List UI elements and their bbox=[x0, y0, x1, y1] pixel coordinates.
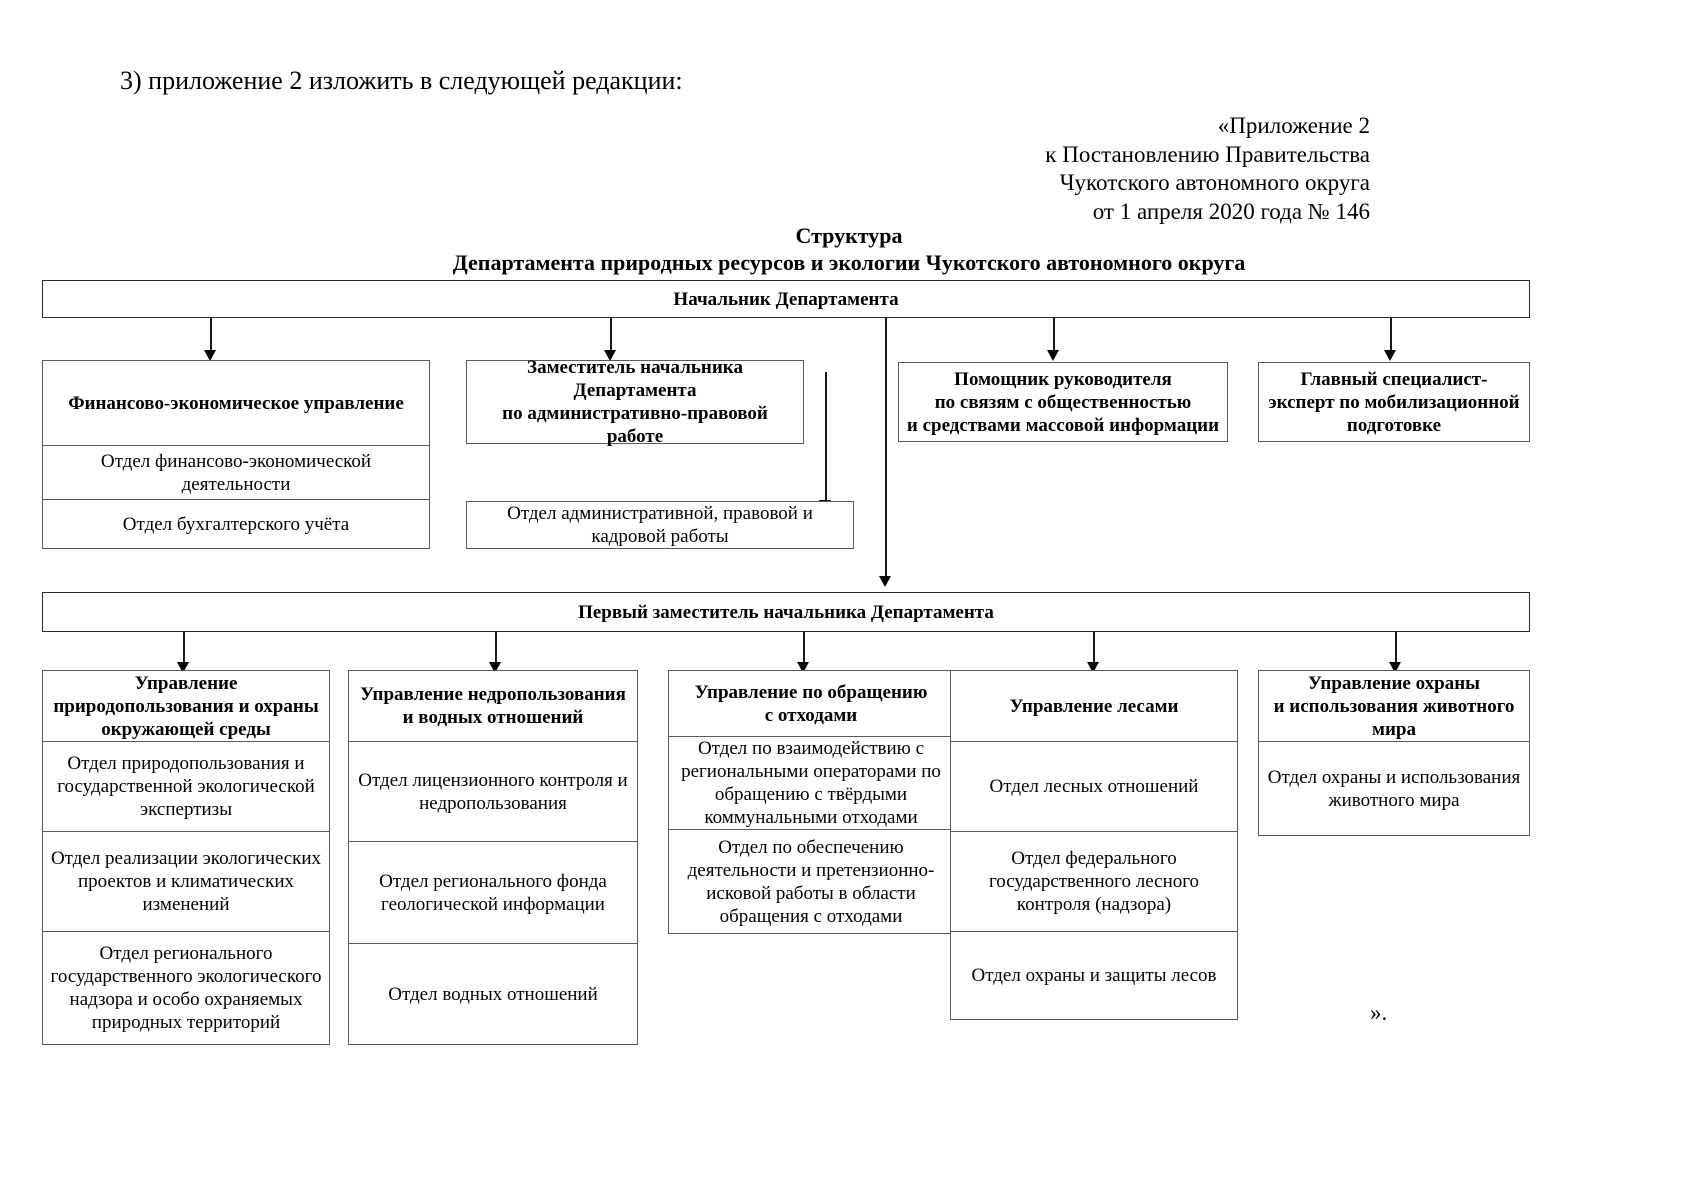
arrow-deputy-to-forestry-mgmt bbox=[1087, 662, 1099, 673]
node-assistant-press-relations: Помощник руководителя по связям с общест… bbox=[898, 362, 1228, 442]
appendix-reference: «Приложение 2 к Постановлению Правительс… bbox=[1045, 112, 1370, 226]
connector-root-to-first-deputy bbox=[885, 318, 887, 580]
chief-specialist-line-3: подготовке bbox=[1346, 414, 1442, 436]
arrow-deputy-to-nature-mgmt bbox=[177, 662, 189, 673]
node-subsoil-water-management: Управление недропользования и водных отн… bbox=[349, 671, 637, 742]
deputy-head-line-4: работе bbox=[606, 426, 664, 447]
unit-wildlife-management: Управление охраны и использования животн… bbox=[1258, 670, 1530, 836]
wildlife-mgmt-line-2: и использования животного bbox=[1273, 695, 1515, 717]
page-title-line-2: Департамента природных ресурсов и эколог… bbox=[452, 250, 1246, 275]
connector-root-to-finance bbox=[210, 318, 212, 354]
page-title-line-1: Структура bbox=[795, 223, 903, 248]
node-waste-management: Управление по обращению с отходами bbox=[669, 671, 953, 737]
page-title: Структура Департамента природных ресурсо… bbox=[0, 222, 1698, 276]
connector-root-to-deputy bbox=[610, 318, 612, 354]
chief-specialist-line-1: Главный специалист- bbox=[1300, 368, 1488, 390]
connector-deputy-to-nature-mgmt bbox=[183, 632, 185, 666]
connector-deputy-to-wildlife-mgmt bbox=[1395, 632, 1397, 666]
arrow-root-to-chief-specialist bbox=[1384, 350, 1396, 361]
unit-waste-management: Управление по обращению с отходами Отдел… bbox=[668, 670, 954, 934]
arrow-deputy-to-subsoil-mgmt bbox=[489, 662, 501, 673]
node-regional-operators-msw-dept: Отдел по взаимодействию с региональными … bbox=[669, 737, 953, 830]
waste-mgmt-line-1: Управление по обращению bbox=[694, 681, 928, 703]
waste-mgmt-line-2: с отходами bbox=[764, 704, 858, 726]
node-eco-projects-climate-dept: Отдел реализации экологических проектов … bbox=[43, 832, 329, 932]
connector-deputy-to-subsoil-mgmt bbox=[495, 632, 497, 666]
arrow-deputy-to-wildlife-mgmt bbox=[1389, 662, 1401, 673]
arrow-root-to-deputy bbox=[604, 350, 616, 361]
unit-financial-economic-management: Финансово-экономическое управление Отдел… bbox=[42, 360, 430, 549]
nature-mgmt-line-1: Управление bbox=[134, 672, 238, 694]
node-financial-economic-activity-dept: Отдел финансово-экономической деятельнос… bbox=[43, 446, 429, 500]
node-forest-protection-dept: Отдел охраны и защиты лесов bbox=[971, 965, 1217, 986]
chief-specialist-line-2: эксперт по мобилизационной bbox=[1268, 391, 1520, 413]
node-federal-forest-control-dept: Отдел федерального государственного лесн… bbox=[951, 832, 1237, 932]
connector-deputy-to-waste-mgmt bbox=[803, 632, 805, 666]
node-regional-eco-supervision-dept: Отдел регионального государственного эко… bbox=[50, 943, 322, 1033]
assistant-line-3: и средствами массовой информации bbox=[906, 414, 1220, 436]
subsoil-mgmt-line-2: и водных отношений bbox=[402, 707, 584, 728]
connector-deputy-to-admin-dept bbox=[825, 372, 827, 504]
node-nature-use-eco-expertise-dept: Отдел природопользования и государственн… bbox=[43, 742, 329, 832]
arrow-root-to-finance bbox=[204, 350, 216, 361]
node-nature-management: Управление природопользования и охраны о… bbox=[43, 671, 329, 742]
connector-deputy-to-forestry-mgmt bbox=[1093, 632, 1095, 666]
deputy-head-line-2: Департамента bbox=[573, 380, 697, 401]
appendix-ref-line-3: Чукотского автономного округа bbox=[1059, 170, 1370, 195]
wildlife-mgmt-line-3: мира bbox=[1372, 718, 1416, 740]
node-admin-legal-hr-dept: Отдел административной, правовой и кадро… bbox=[466, 501, 854, 549]
node-wildlife-management: Управление охраны и использования животн… bbox=[1259, 671, 1529, 742]
node-first-deputy-head: Первый заместитель начальника Департамен… bbox=[42, 592, 1530, 632]
node-head-of-department: Начальник Департамента bbox=[42, 280, 1530, 318]
arrow-root-to-assistant bbox=[1047, 350, 1059, 361]
node-waste-claims-support-dept: Отдел по обеспечению деятельности и прет… bbox=[687, 836, 935, 927]
connector-root-to-assistant bbox=[1053, 318, 1055, 354]
deputy-head-line-3: по административно-правовой bbox=[502, 403, 768, 424]
appendix-ref-line-2: к Постановлению Правительства bbox=[1045, 141, 1370, 167]
unit-nature-management: Управление природопользования и охраны о… bbox=[42, 670, 330, 1045]
intro-paragraph: 3) приложение 2 изложить в следующей ред… bbox=[120, 66, 683, 95]
unit-subsoil-water-management: Управление недропользования и водных отн… bbox=[348, 670, 638, 1045]
node-financial-economic-management: Финансово-экономическое управление bbox=[43, 361, 429, 446]
subsoil-mgmt-line-1: Управление недропользования bbox=[360, 684, 626, 705]
node-deputy-head-admin-legal: Заместитель начальника Департамента по а… bbox=[466, 357, 804, 447]
deputy-head-line-1: Заместитель начальника bbox=[527, 357, 743, 378]
assistant-line-1: Помощник руководителя bbox=[954, 368, 1172, 390]
node-chief-specialist-mobilization: Главный специалист- эксперт по мобилизац… bbox=[1258, 362, 1530, 442]
nature-mgmt-line-3: окружающей среды bbox=[101, 718, 271, 740]
connector-root-to-chief-specialist bbox=[1390, 318, 1392, 354]
node-forestry-management: Управление лесами bbox=[951, 671, 1237, 742]
node-accounting-dept: Отдел бухгалтерского учёта bbox=[122, 513, 350, 535]
appendix-ref-line-4: от 1 апреля 2020 года № 146 bbox=[1092, 198, 1370, 224]
arrow-root-to-first-deputy bbox=[879, 576, 891, 587]
wildlife-mgmt-line-1: Управление охраны bbox=[1308, 672, 1480, 694]
closing-quotation-mark: ». bbox=[1370, 1000, 1388, 1025]
nature-mgmt-line-2: природопользования и охраны bbox=[53, 695, 319, 717]
node-wildlife-protection-use-dept: Отдел охраны и использования животного м… bbox=[1267, 766, 1521, 811]
node-license-control-subsoil-dept: Отдел лицензионного контроля и недрополь… bbox=[349, 742, 637, 842]
node-water-relations-dept: Отдел водных отношений bbox=[388, 983, 598, 1005]
arrow-deputy-to-waste-mgmt bbox=[797, 662, 809, 673]
appendix-ref-line-1: «Приложение 2 bbox=[1217, 113, 1370, 138]
unit-forestry-management: Управление лесами Отдел лесных отношений… bbox=[950, 670, 1238, 1020]
node-regional-geofund-dept: Отдел регионального фонда геологической … bbox=[349, 842, 637, 944]
assistant-line-2: по связям с общественностью bbox=[934, 391, 1192, 413]
node-forest-relations-dept: Отдел лесных отношений bbox=[951, 742, 1237, 832]
